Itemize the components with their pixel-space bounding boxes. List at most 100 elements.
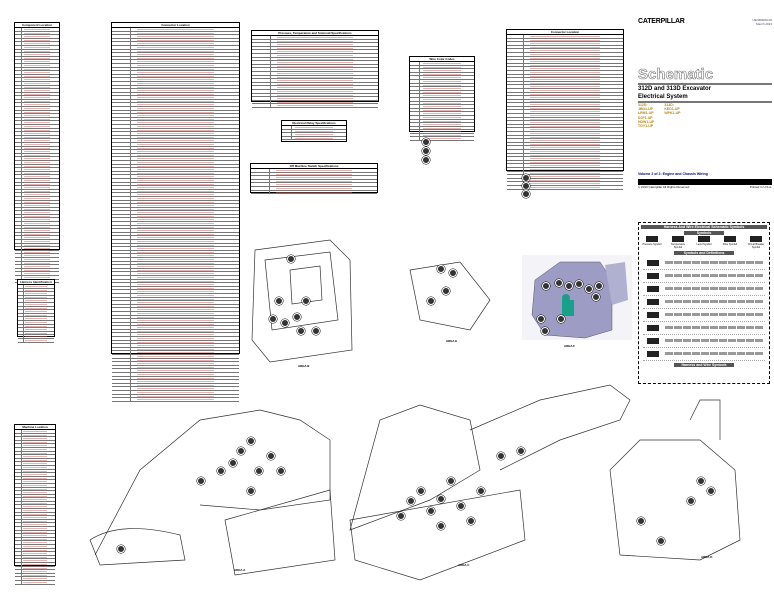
area-c-label: AREA C	[458, 563, 470, 567]
table-row	[252, 79, 378, 83]
table-row	[15, 218, 59, 223]
table-row	[15, 175, 59, 179]
table-row	[112, 132, 239, 136]
callout-marker	[555, 279, 563, 287]
table-row	[15, 455, 55, 459]
table-row	[15, 222, 59, 226]
table-row	[507, 74, 623, 79]
table-row	[507, 67, 623, 71]
table-row	[112, 383, 239, 388]
table-row	[15, 458, 55, 463]
table-row	[252, 57, 378, 62]
table-title: Component Location	[15, 23, 59, 28]
table-row	[507, 42, 623, 46]
table-row	[15, 81, 59, 86]
subtitle-line-1: 312D and 313D Excavator	[638, 86, 712, 92]
table-row	[507, 157, 623, 161]
connector-location-table: Connector Location	[111, 22, 240, 402]
table-row	[252, 46, 378, 51]
table-row	[252, 82, 378, 87]
table-row	[112, 125, 239, 129]
table-row	[15, 537, 55, 542]
table-row	[15, 509, 55, 513]
table-row	[15, 430, 55, 434]
table-row	[507, 153, 623, 158]
table-row	[112, 247, 239, 251]
table-row	[112, 308, 239, 312]
callout-marker	[229, 459, 237, 467]
area-f-label: AREA F	[564, 344, 576, 348]
table-row	[15, 265, 59, 269]
table-row	[15, 577, 55, 581]
symbol-item: Temperature Symbol	[668, 235, 688, 249]
table-row	[112, 358, 239, 363]
table-row	[15, 186, 59, 190]
callout-marker	[565, 282, 573, 290]
table-row	[112, 182, 239, 187]
serial-range: KED1-UP	[664, 107, 680, 112]
table-row	[15, 451, 55, 456]
table-row	[410, 108, 474, 113]
table-row	[15, 534, 55, 538]
table-row	[507, 167, 623, 172]
table-row	[15, 476, 55, 481]
table-row	[410, 130, 474, 134]
callout-marker	[302, 297, 310, 305]
table-row	[112, 376, 239, 381]
table-row	[15, 92, 59, 97]
table-row	[15, 157, 59, 161]
table-row	[18, 302, 54, 307]
table-row	[15, 236, 59, 241]
table-row	[112, 311, 239, 316]
table-row	[18, 331, 54, 336]
table-row	[410, 133, 474, 138]
table-row	[410, 105, 474, 109]
table-row	[15, 469, 55, 474]
table-row	[112, 304, 239, 309]
table-row	[15, 555, 55, 560]
table-row	[251, 172, 377, 177]
table-row	[251, 190, 377, 195]
table-row	[507, 135, 623, 140]
table-row	[252, 75, 378, 80]
table-row	[112, 319, 239, 323]
table-row	[112, 157, 239, 161]
table-row	[507, 171, 623, 176]
callout-marker	[585, 285, 593, 293]
table-row	[15, 204, 59, 208]
table-row	[507, 78, 623, 82]
table-row	[112, 193, 239, 197]
symbols-title: Harness And Wire Electrical Schematic Sy…	[641, 225, 767, 229]
callout-marker	[467, 517, 475, 525]
subtitle-line-2: Electrical System	[638, 94, 688, 100]
table-row	[282, 129, 346, 134]
table-row	[112, 164, 239, 169]
table-title: Pressure, Temperature and Solenoid Speci…	[252, 31, 378, 36]
callout-marker	[417, 487, 425, 495]
table-row	[15, 250, 59, 255]
callout-marker	[217, 467, 225, 475]
table-row	[15, 268, 59, 273]
table-row	[112, 258, 239, 262]
table-row	[410, 90, 474, 95]
schematic-heading: Schematic	[638, 66, 714, 84]
callout-marker	[427, 507, 435, 515]
table-row	[15, 440, 55, 445]
table-row	[112, 222, 239, 226]
table-row	[15, 114, 59, 118]
machine-location-table: Machine Location	[14, 424, 56, 585]
table-row	[15, 200, 59, 205]
table-row	[15, 178, 59, 183]
table-row	[18, 328, 54, 332]
table-row	[15, 132, 59, 136]
table-row	[15, 89, 59, 93]
serial-range: 312D:	[638, 103, 648, 107]
callout-marker	[437, 495, 445, 503]
symbol-item: Level Symbol	[694, 235, 714, 249]
table-row	[15, 491, 55, 495]
callout-marker	[707, 487, 715, 495]
table-row	[251, 176, 377, 180]
table-row	[282, 133, 346, 137]
symbols-header: Symbols	[684, 231, 724, 235]
table-row	[507, 35, 623, 39]
